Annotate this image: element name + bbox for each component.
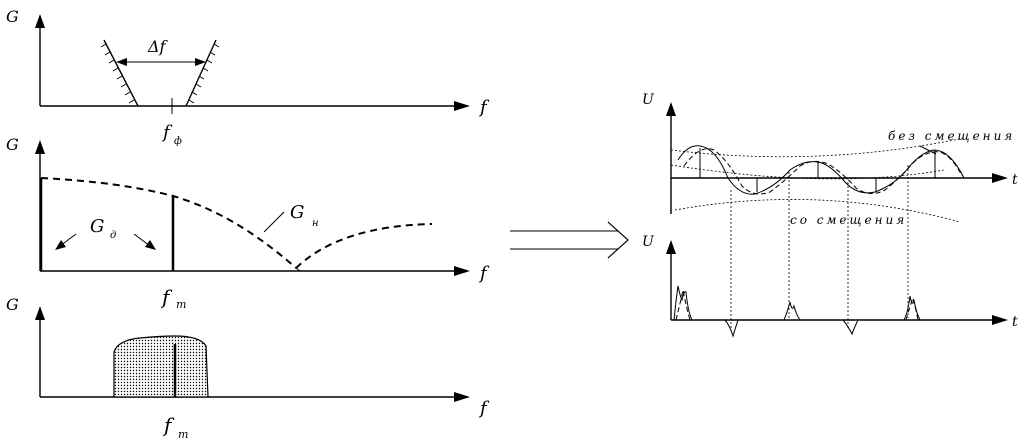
- w2-y-label: U: [642, 234, 655, 250]
- w2-pulse-3: [783, 301, 801, 321]
- p1-y-label: G: [6, 7, 19, 26]
- p3-y-label: G: [6, 295, 19, 314]
- p3-ft-sub: т: [178, 428, 188, 441]
- p2-gd-left-arrow-icon: [55, 240, 66, 250]
- w2-x-label: t: [1012, 314, 1018, 330]
- p3-x-arrow-icon: [454, 392, 470, 402]
- p1-y-arrow-icon: [35, 14, 45, 28]
- w1-y-arrow-icon: [666, 102, 676, 116]
- w2-pulse-4: [842, 319, 859, 336]
- w-guides: [730, 165, 909, 328]
- w2-pulse-1: [673, 285, 693, 321]
- p1-freq-sub: ф: [174, 136, 182, 147]
- w1-no-shift-label: без смещения: [888, 129, 1015, 143]
- p3-x-label: f: [478, 398, 490, 419]
- p2-y-arrow-icon: [35, 140, 45, 154]
- p2-ft-sub: т: [176, 298, 186, 311]
- p1-x-label: f: [478, 97, 490, 118]
- p2-gd-sub: д: [110, 230, 116, 241]
- w2-pulse-1-dashed: [675, 289, 691, 321]
- p2-y-label: G: [6, 135, 19, 154]
- p1-bandwidth-right-arrow-icon: [195, 58, 206, 66]
- p1-left-slope: [103, 39, 139, 107]
- w1-no-shift-leader: [919, 145, 937, 155]
- p2-spectrum-curve-2: [295, 223, 433, 269]
- p3-ft-label: f: [162, 413, 175, 437]
- w1-y-label: U: [642, 92, 655, 108]
- p2-x-label: f: [478, 263, 490, 284]
- p2-gn-sub: н: [312, 218, 319, 229]
- w1-lower-envelope: [674, 199, 961, 223]
- p2-x-arrow-icon: [454, 266, 470, 276]
- p2-gn-leader: [263, 211, 285, 233]
- w1-signal-solid: [677, 145, 965, 195]
- p1-bandwidth-left-arrow-icon: [116, 58, 127, 66]
- w2-pulse-2: [724, 319, 739, 338]
- p3-band-shape: [113, 335, 209, 398]
- waveform-top: U t без смещения со смещения: [642, 92, 1018, 227]
- p2-spectrum-curve-1: [40, 177, 297, 269]
- panel-filter-band: G f Δf: [6, 7, 490, 147]
- w2-y-arrow-icon: [666, 240, 676, 254]
- w1-x-label: t: [1012, 172, 1018, 188]
- p2-gn-label: G: [290, 202, 304, 223]
- p1-right-hatch: [188, 43, 220, 104]
- p2-gd-right-arrow-icon: [145, 240, 156, 250]
- waveform-bottom: U t: [642, 234, 1018, 338]
- w1-upper-envelope: [670, 137, 965, 158]
- w1-x-arrow-icon: [992, 173, 1008, 183]
- p1-right-slope: [185, 39, 217, 107]
- p3-y-arrow-icon: [35, 306, 45, 320]
- w1-mid-envelope: [670, 164, 945, 180]
- p1-x-arrow-icon: [454, 101, 470, 111]
- w2-x-arrow-icon: [992, 315, 1008, 325]
- panel-filtered-spectrum: G f f т: [6, 295, 490, 441]
- w1-with-shift-label: со смещения: [790, 213, 907, 227]
- p2-ft-label: f: [160, 285, 173, 309]
- p1-left-hatch: [100, 43, 135, 104]
- p1-freq-label: f: [161, 122, 173, 143]
- double-arrow-shape: [510, 221, 629, 259]
- p1-delta-label: Δf: [147, 37, 169, 56]
- w1-signal-dashed: [683, 148, 963, 195]
- transition-arrow: [510, 221, 629, 259]
- panel-spectrum: G f G д G н f т: [6, 135, 490, 311]
- p2-gd-label: G: [90, 216, 104, 237]
